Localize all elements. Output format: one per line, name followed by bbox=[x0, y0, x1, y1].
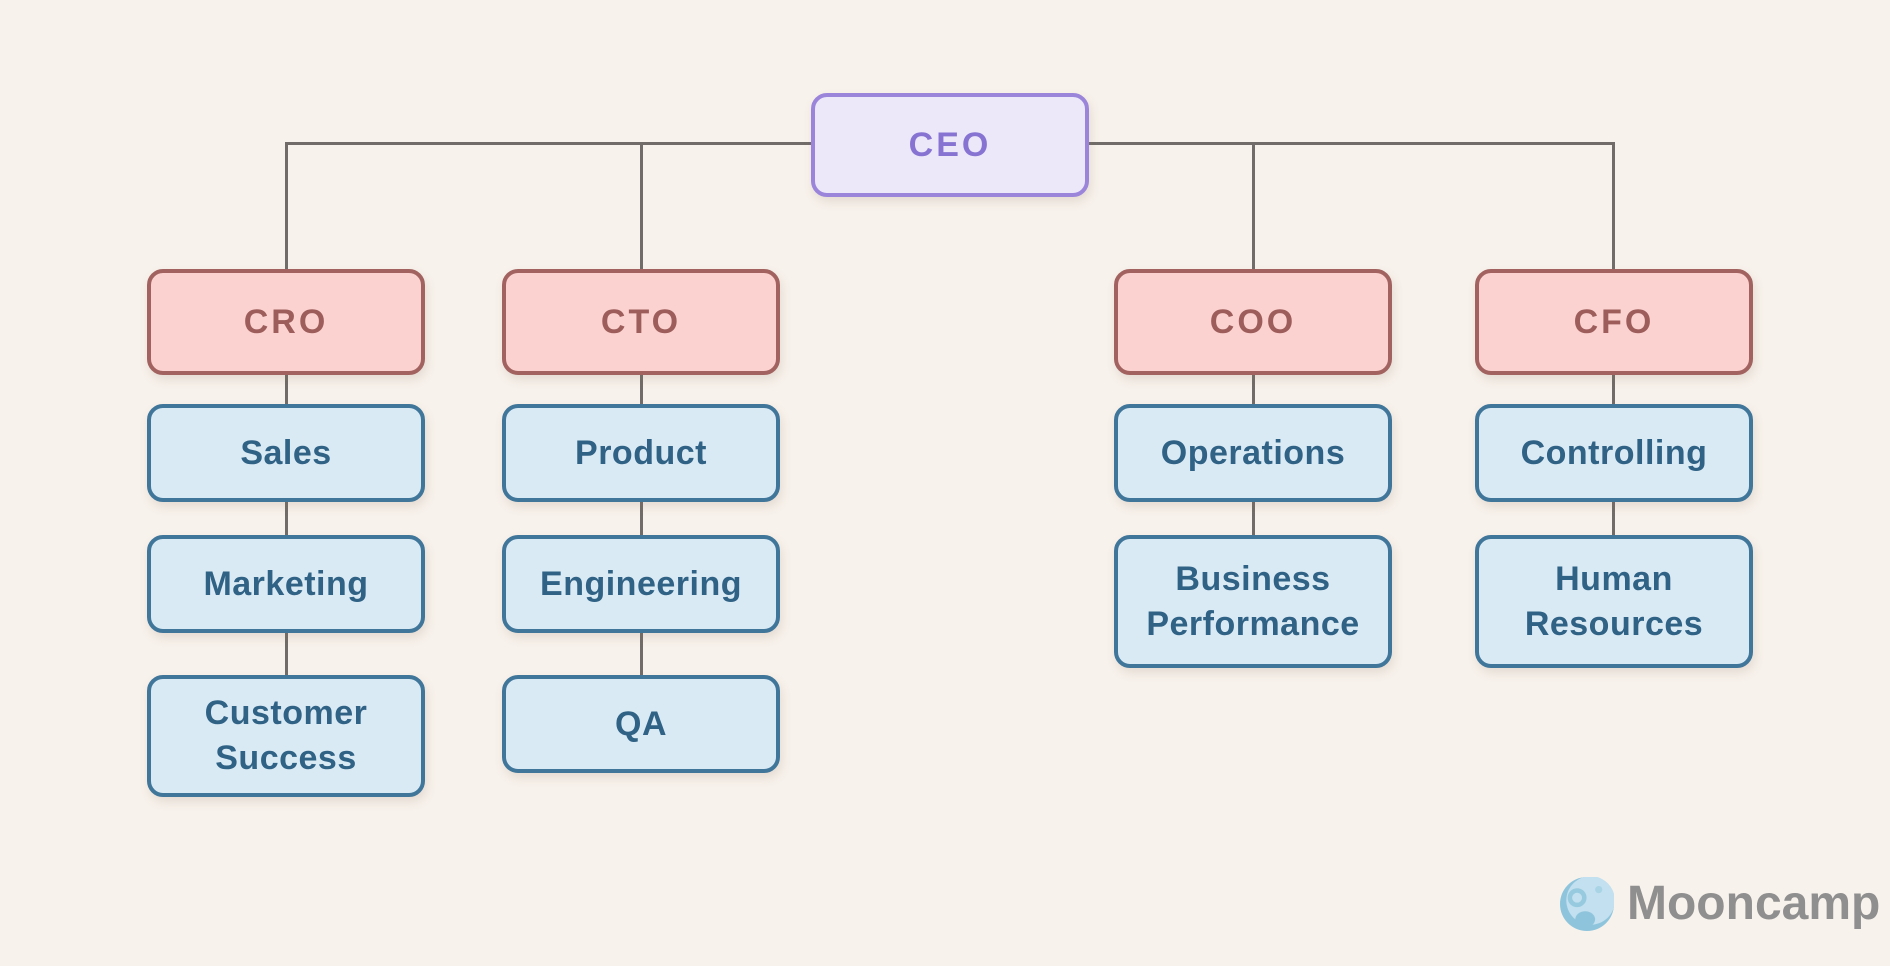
org-node-customer-success: Customer Success bbox=[147, 675, 425, 797]
org-node-operations: Operations bbox=[1114, 404, 1392, 502]
org-node-cfo: CFO bbox=[1475, 269, 1753, 375]
org-node-human-resources: Human Resources bbox=[1475, 535, 1753, 668]
org-node-qa: QA bbox=[502, 675, 780, 773]
org-node-business-performance: Business Performance bbox=[1114, 535, 1392, 668]
connector-line bbox=[285, 502, 288, 535]
connector-line bbox=[640, 502, 643, 535]
connector-line bbox=[285, 142, 288, 269]
org-node-coo: COO bbox=[1114, 269, 1392, 375]
connector-line bbox=[640, 142, 643, 269]
org-node-engineering: Engineering bbox=[502, 535, 780, 633]
connector-line bbox=[1088, 142, 1615, 145]
org-node-sales: Sales bbox=[147, 404, 425, 502]
connector-line bbox=[1252, 142, 1255, 269]
connector-line bbox=[1612, 142, 1615, 269]
org-node-controlling: Controlling bbox=[1475, 404, 1753, 502]
org-node-label: Marketing bbox=[203, 564, 369, 603]
connector-line bbox=[285, 633, 288, 675]
org-node-label: Operations bbox=[1160, 433, 1346, 472]
connector-line bbox=[640, 375, 643, 404]
org-node-ceo: CEO bbox=[811, 93, 1089, 197]
mooncamp-logo-text: Mooncamp bbox=[1627, 877, 1881, 930]
connector-line bbox=[285, 142, 812, 145]
org-node-label: Product bbox=[575, 433, 707, 472]
org-node-label: Engineering bbox=[540, 564, 742, 603]
org-node-cro: CRO bbox=[147, 269, 425, 375]
org-node-label: CTO bbox=[600, 302, 682, 341]
connector-line bbox=[1612, 375, 1615, 404]
connector-line bbox=[285, 375, 288, 404]
org-node-label: Customer Success bbox=[204, 694, 368, 777]
org-node-label: Business Performance bbox=[1146, 559, 1360, 643]
mooncamp-logo: Mooncamp bbox=[1560, 876, 1880, 931]
org-node-product: Product bbox=[502, 404, 780, 502]
org-node-label: CFO bbox=[1573, 302, 1655, 341]
connector-line bbox=[1612, 502, 1615, 535]
connector-line bbox=[640, 633, 643, 675]
org-node-label: QA bbox=[615, 704, 667, 743]
org-node-label: Human Resources bbox=[1524, 559, 1704, 643]
org-node-label: Sales bbox=[240, 433, 332, 472]
connector-line bbox=[1252, 502, 1255, 535]
moon-icon bbox=[1560, 876, 1614, 931]
connector-line bbox=[1252, 375, 1255, 404]
org-node-label: COO bbox=[1209, 302, 1297, 341]
org-node-label: CEO bbox=[908, 125, 992, 164]
org-node-cto: CTO bbox=[502, 269, 780, 375]
org-node-label: CRO bbox=[243, 302, 329, 341]
org-node-label: Controlling bbox=[1520, 433, 1708, 472]
org-node-marketing: Marketing bbox=[147, 535, 425, 633]
